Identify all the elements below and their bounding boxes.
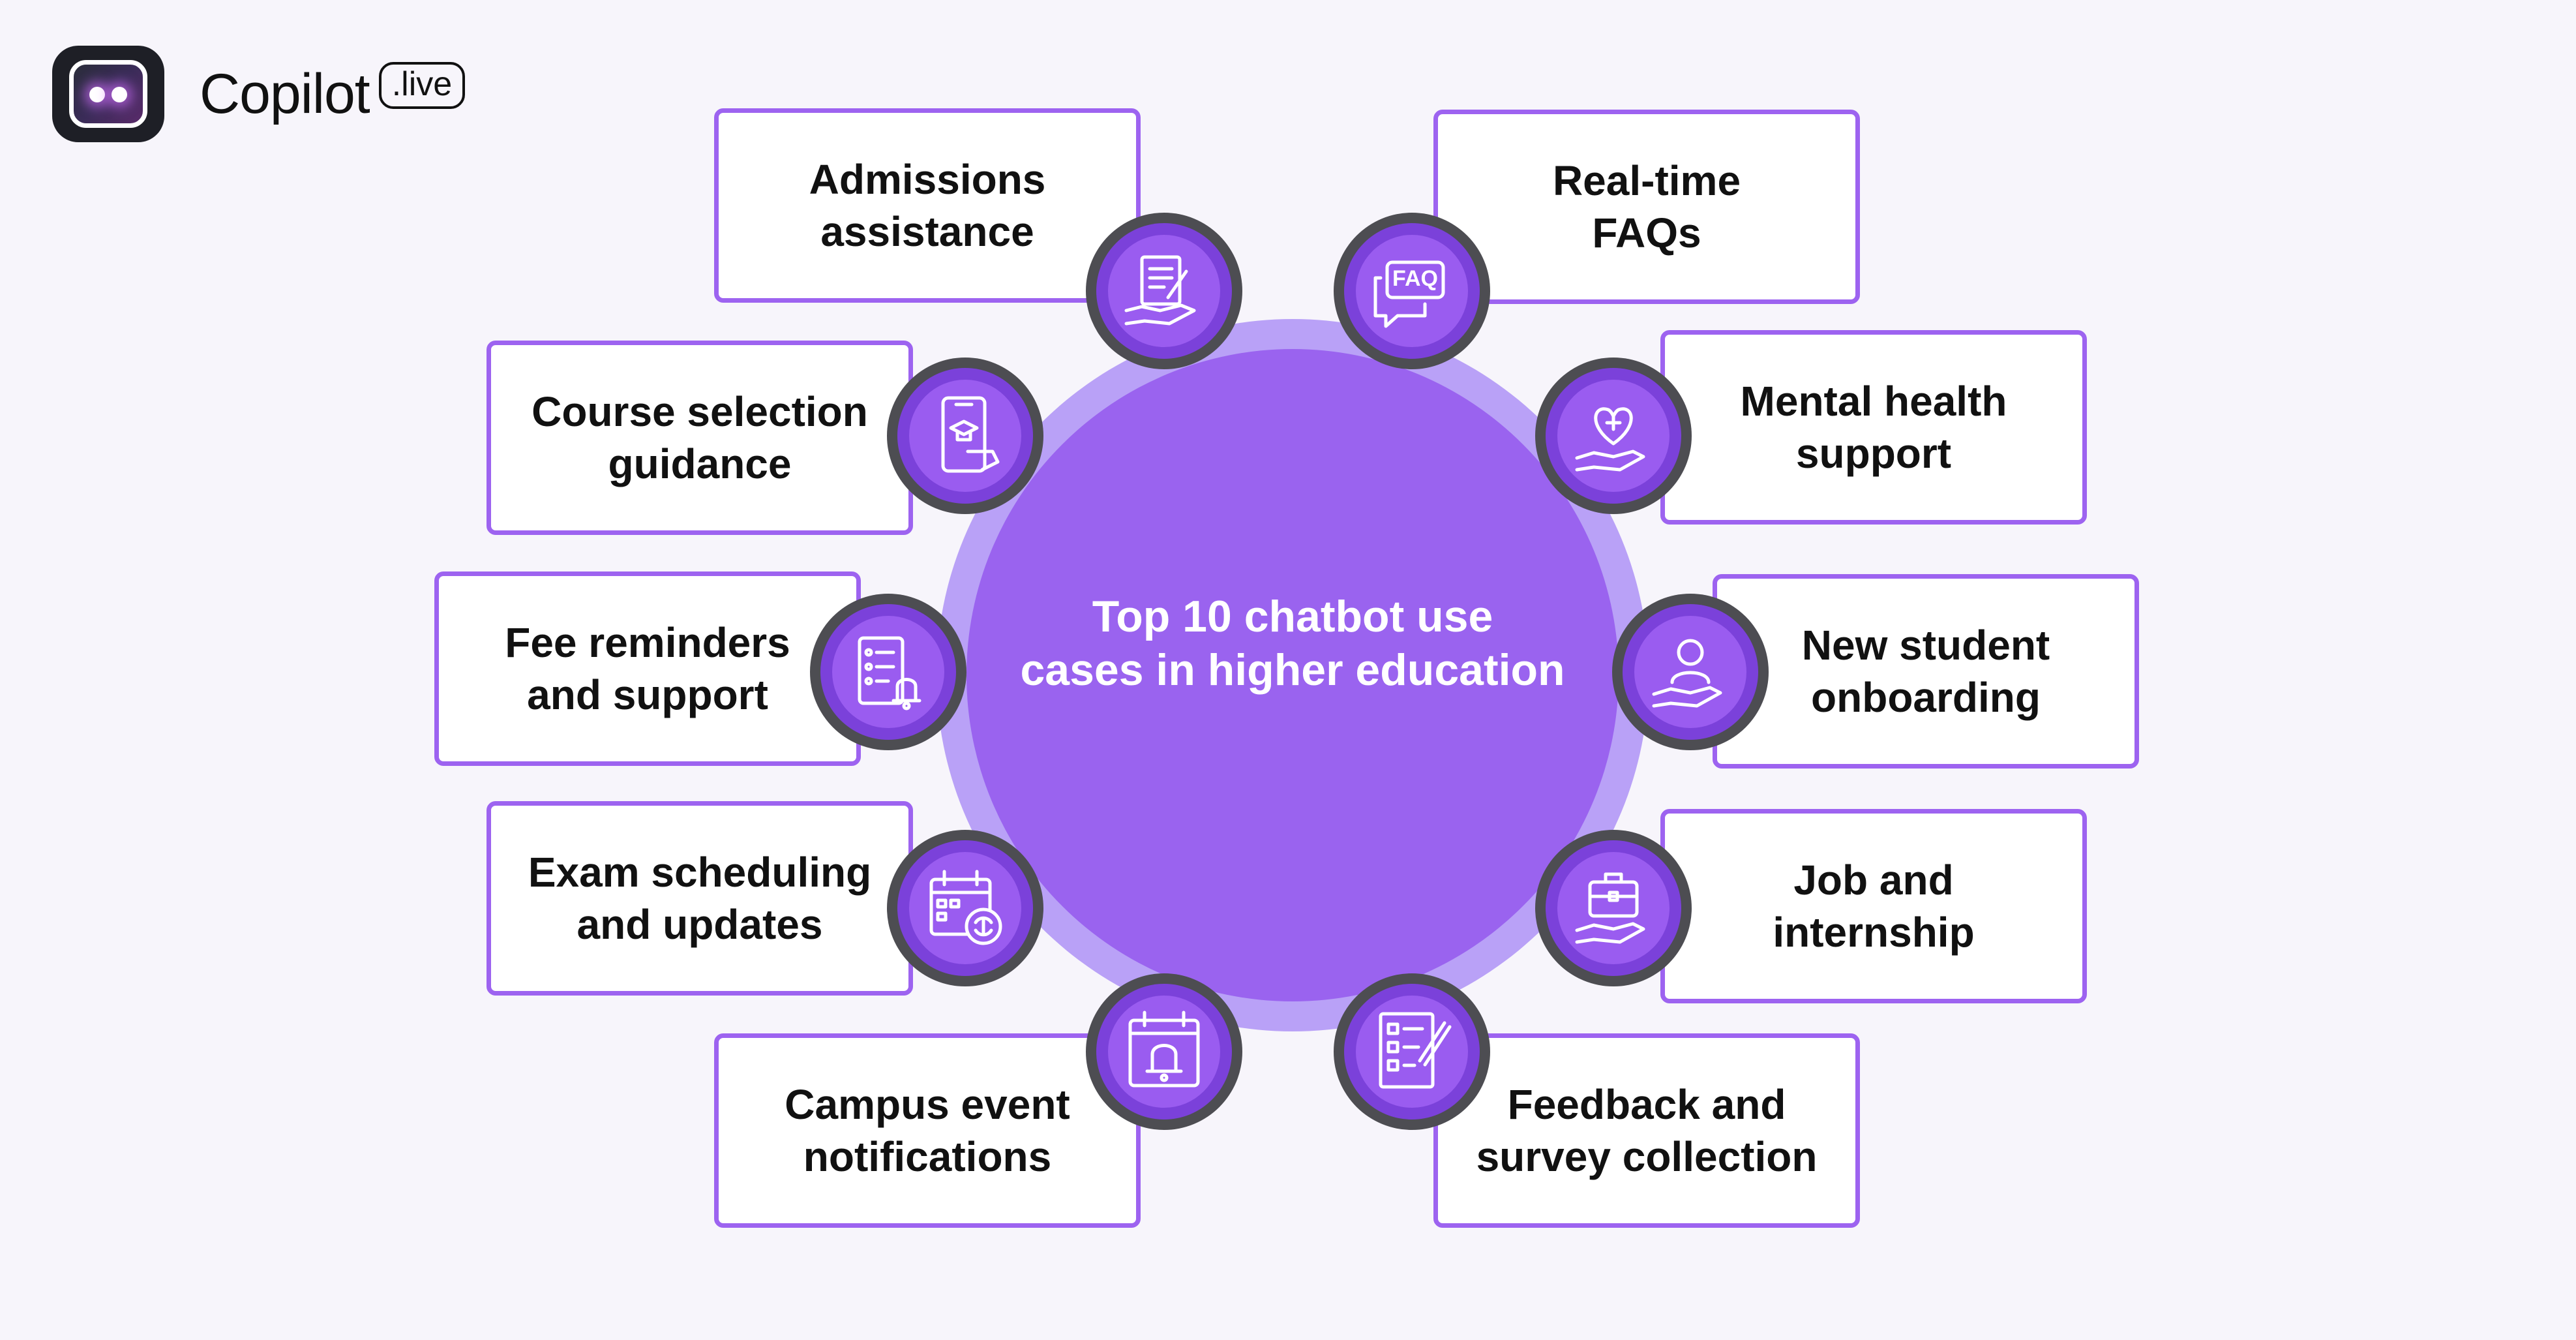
brand-badge: .live (378, 62, 466, 109)
tablet-graduation-cap-icon (887, 358, 1043, 514)
card-fee-reminders: Fee reminders and support (434, 571, 861, 766)
briefcase-hand-icon (1535, 830, 1692, 986)
card-label: Course selection guidance (532, 388, 868, 487)
card-course-selection-guidance: Course selection guidance (487, 341, 913, 535)
card-label: Campus event notifications (785, 1081, 1070, 1180)
calendar-refresh-icon (887, 830, 1043, 986)
card-label: Job and internship (1773, 857, 1975, 956)
card-label: Exam scheduling and updates (528, 849, 872, 948)
document-pen-hand-icon (1086, 213, 1242, 369)
card-mental-health-support: Mental health support (1660, 330, 2087, 525)
diagram-title: Top 10 chatbot use cases in higher educa… (1020, 592, 1565, 695)
card-label: Mental health support (1740, 378, 2007, 477)
student-hand-icon (1612, 594, 1769, 750)
faq-chat-icon: FAQ (1334, 213, 1490, 369)
card-label: Real-time FAQs (1552, 157, 1741, 256)
card-campus-event-notifications: Campus event notifications (714, 1033, 1141, 1228)
svg-text:FAQ: FAQ (1392, 266, 1438, 291)
card-job-and-internship: Job and internship (1660, 809, 2087, 1003)
card-feedback-survey: Feedback and survey collection (1433, 1033, 1860, 1228)
checklist-bell-icon (810, 594, 966, 750)
survey-pencil-icon (1334, 973, 1490, 1130)
card-label: Feedback and survey collection (1476, 1081, 1818, 1180)
center-circle (966, 349, 1619, 1001)
card-label: Admissions assistance (809, 156, 1046, 255)
card-label: New student onboarding (1801, 622, 2050, 721)
card-label: Fee reminders and support (505, 619, 790, 718)
card-real-time-faqs: Real-time FAQs (1433, 110, 1860, 304)
card-admissions-assistance: Admissions assistance (714, 108, 1141, 303)
heart-hand-icon (1535, 358, 1692, 514)
copilot-logo-icon (52, 46, 164, 142)
brand-logo: Copilot .live (52, 46, 466, 142)
brand-name: Copilot (200, 62, 370, 125)
calendar-bell-icon (1086, 973, 1242, 1130)
